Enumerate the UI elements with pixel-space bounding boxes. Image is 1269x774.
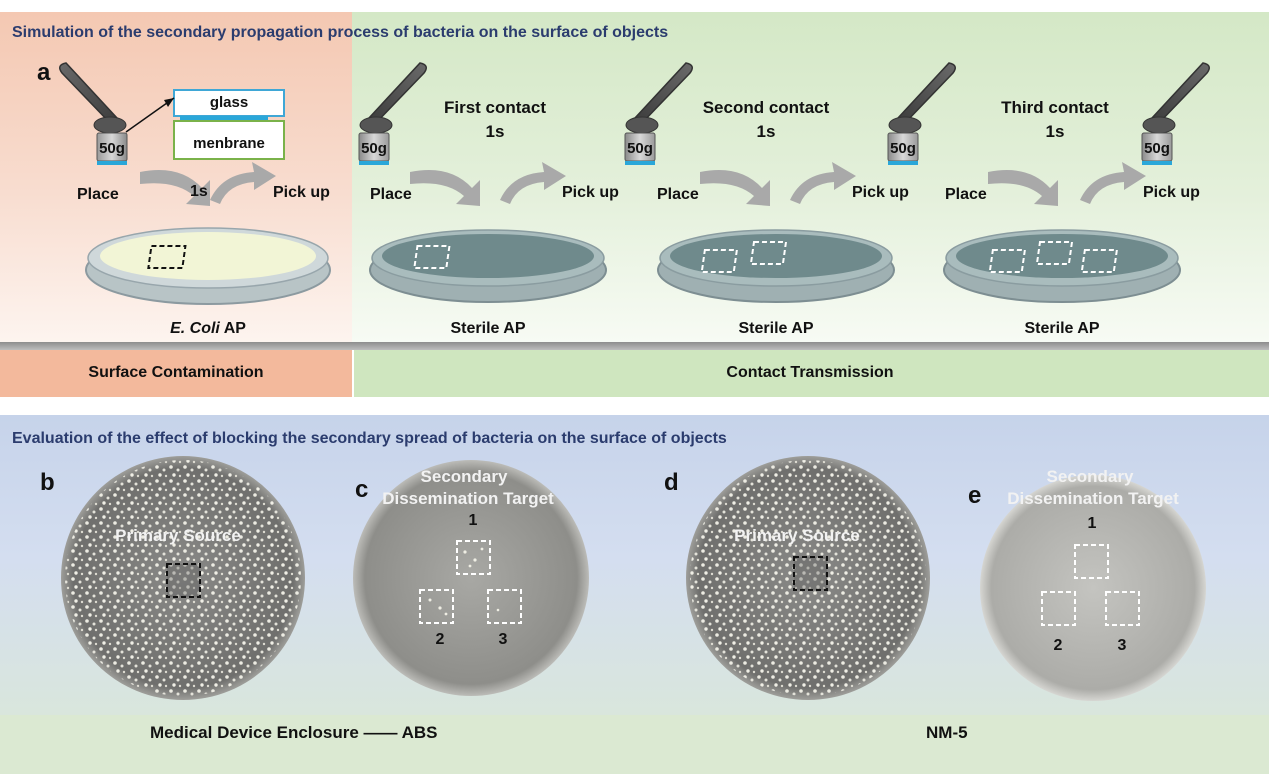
contact-transmission-band: [354, 350, 1269, 397]
weight-label-1: 50g: [99, 140, 125, 157]
stamp-illustrations: [59, 62, 1210, 305]
secondary-label-c-line2: Dissemination Target: [382, 489, 554, 508]
secondary-label-e-line2: Dissemination Target: [1007, 489, 1179, 508]
sterile-dish-label-1: Sterile AP: [450, 320, 526, 337]
contact-transmission-label: Contact Transmission: [726, 364, 894, 381]
sterile-dish-3: [943, 229, 1181, 303]
marker-e-2: 2: [1053, 637, 1063, 654]
panel-label-c: c: [355, 476, 369, 503]
pickup-label-2: Pick up: [562, 184, 619, 201]
caption-nm5: NM-5: [926, 723, 968, 742]
glass-layer: [173, 89, 285, 117]
plate-c-target: [353, 460, 589, 696]
plate-photos: [61, 456, 1206, 701]
second-contact-time: 1s: [756, 122, 776, 141]
membrane-label: menbrane: [193, 135, 265, 152]
primary-source-label-b: Primary Source: [115, 526, 241, 545]
weight-label-3: 50g: [627, 140, 653, 157]
panel-label-b: b: [40, 469, 55, 496]
pickup-label-3: Pick up: [852, 184, 909, 201]
marker-e-1: 1: [1087, 515, 1097, 532]
marker-c-2: 2: [435, 631, 445, 648]
sterile-dish-label-2: Sterile AP: [738, 320, 814, 337]
pickup-label-4: Pick up: [1143, 184, 1200, 201]
plate-b-primary-source: [61, 456, 305, 700]
glass-label: glass: [209, 94, 249, 111]
place-label-1: Place: [77, 186, 119, 203]
primary-source-label-d: Primary Source: [734, 526, 860, 545]
place-label-3: Place: [657, 186, 699, 203]
ecoli-dish: [85, 227, 331, 305]
secondary-label-e-line1: Secondary: [1046, 467, 1134, 486]
surface-contamination-band: [0, 350, 352, 397]
membrane-layer: [173, 120, 285, 160]
time-label-1: 1s: [190, 183, 208, 200]
panel-label-d: d: [664, 469, 679, 496]
bottom-section-title: Evaluation of the effect of blocking the…: [12, 430, 727, 447]
third-contact-title: Third contact: [1001, 98, 1109, 117]
weight-label-2: 50g: [361, 140, 387, 157]
first-contact-title: First contact: [443, 98, 547, 117]
weight-label-4: 50g: [890, 140, 916, 157]
sterile-dish-2: [657, 229, 895, 303]
marker-c-3: 3: [498, 631, 508, 648]
pickup-label-1: Pick up: [273, 184, 330, 201]
third-contact-time: 1s: [1045, 122, 1065, 141]
caption-band: [0, 715, 1269, 774]
ecoli-dish-label: E. Coli AP: [170, 320, 246, 337]
surface-contamination-label: Surface Contamination: [88, 364, 264, 381]
panel-label-a: a: [37, 59, 51, 86]
caption-abs: Medical Device Enclosure —— ABS: [150, 723, 438, 742]
panel-label-e: e: [968, 482, 982, 509]
second-contact-title: Second contact: [702, 98, 830, 117]
weight-label-5: 50g: [1144, 140, 1170, 157]
plate-d-primary-source: [686, 456, 930, 700]
place-label-2: Place: [370, 186, 412, 203]
first-contact-time: 1s: [485, 122, 505, 141]
stage-divider: [0, 342, 1269, 350]
sterile-dish-label-3: Sterile AP: [1024, 320, 1100, 337]
marker-e-3: 3: [1117, 637, 1127, 654]
marker-c-1: 1: [468, 512, 478, 529]
sterile-dish-1: [369, 229, 607, 303]
secondary-label-c-line1: Secondary: [420, 467, 508, 486]
top-section-title: Simulation of the secondary propagation …: [12, 24, 669, 41]
place-label-4: Place: [945, 186, 987, 203]
plate-e-target: [980, 475, 1206, 701]
